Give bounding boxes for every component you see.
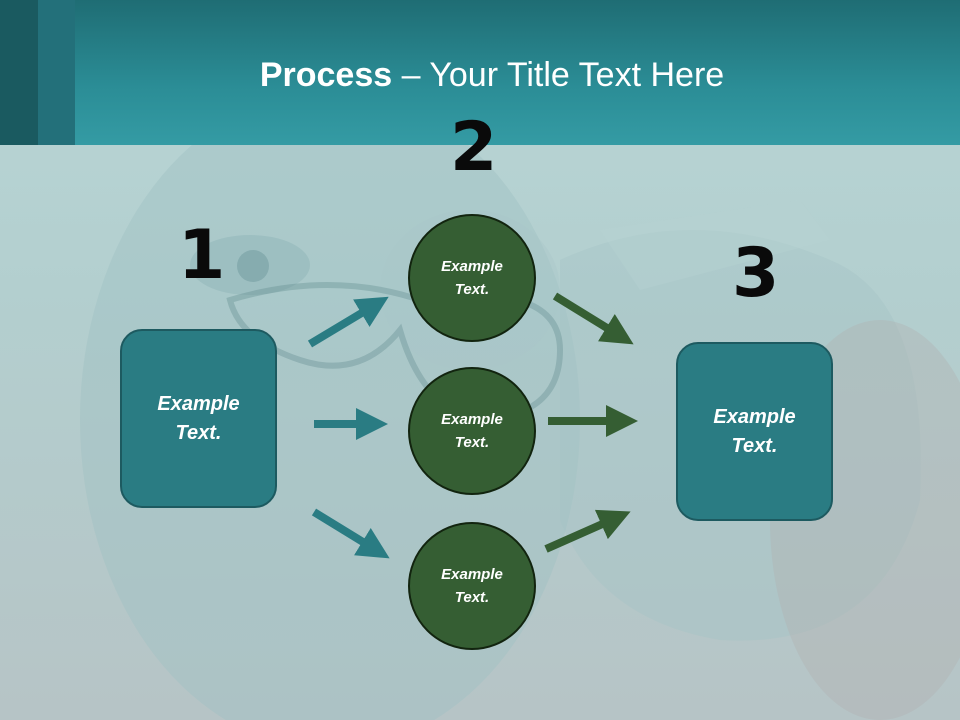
step-number-3: 3 — [732, 234, 780, 313]
header-bar: Process – Your Title Text Here — [0, 0, 960, 145]
circle-middle-text: Example Text. — [441, 411, 503, 451]
right-box: Example Text. — [676, 342, 833, 521]
step-number-1: 1 — [178, 216, 226, 295]
right-box-text: Example Text. — [713, 405, 796, 457]
circle-bottom-text: Example Text. — [441, 566, 503, 606]
title-rest: – Your Title Text Here — [392, 56, 725, 94]
title-strong: Process — [259, 56, 393, 94]
left-box-text: Example Text. — [157, 392, 240, 444]
step-number-2: 2 — [450, 108, 498, 187]
slide-title: Process – Your Title Text Here — [0, 52, 960, 98]
left-box: Example Text. — [120, 329, 277, 508]
header-accent-strip — [38, 0, 75, 145]
header-accent-strip — [0, 0, 38, 145]
circle-middle: Example Text. — [408, 367, 536, 495]
circle-top-text: Example Text. — [441, 258, 503, 298]
circle-top: Example Text. — [408, 214, 536, 342]
circle-bottom: Example Text. — [408, 522, 536, 650]
